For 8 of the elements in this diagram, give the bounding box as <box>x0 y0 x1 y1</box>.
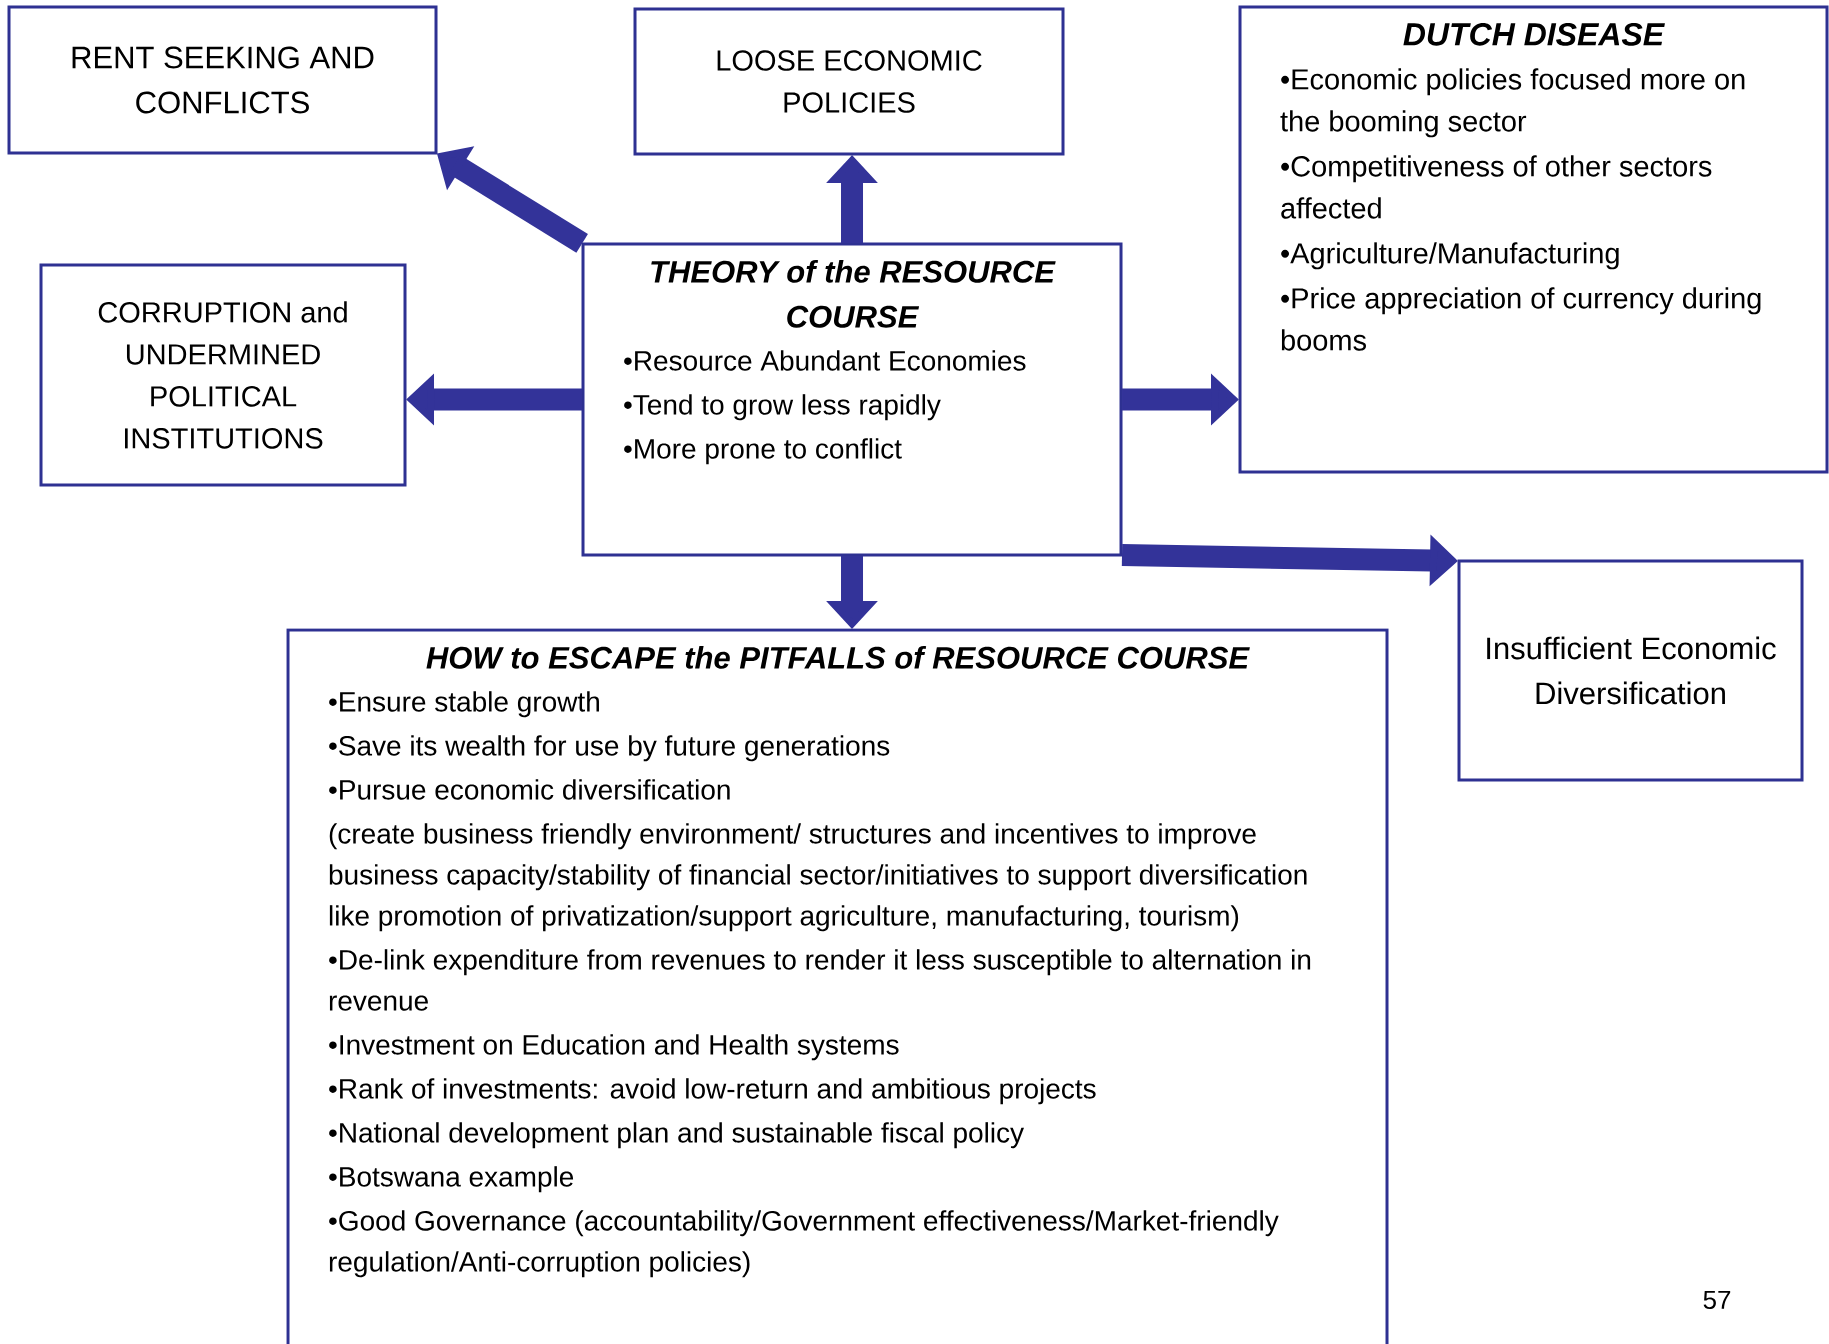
text-panel: DUTCH DISEASE •Economic policies focused more on the booming sector •Competitiveness of other sectors affected •Agriculture/Manufacturing •Price appreciation of currency during booms <box>1238 5 1829 474</box>
concept-box: RENT SEEKING AND CONFLICTS <box>7 5 438 155</box>
concept-box: Insufficient Economic Diversification <box>1457 559 1804 782</box>
concept-box: LOOSE ECONOMIC POLICIES <box>633 7 1065 156</box>
text-panel: HOW to ESCAPE the PITFALLS of RESOURCE COURSE •Ensure stable growth •Save its wealth for use by future generations •Pursue economic diversification (create business friendly environment/ structures and incentives to improve business capacity/stability of financial sector/initiatives to support diversification like promotion of privatization/support agriculture, manufacturing, tourism) •De-link expenditure from revenues to render it less susceptible to alternation in revenue •Investment on Education and Health systems •Rank of investments: avoid low-return and ambitious projects •National development plan and sustainable fiscal policy •Botswana example •Good Governance (accountability/Government effectiveness/Market-friendly regulation/Anti-corruption policies) <box>286 628 1389 1344</box>
text-panel: THEORY of the RESOURCE COURSE •Resource Abundant Economies •Tend to grow less rapidly •More prone to conflict <box>581 242 1123 557</box>
concept-box: CORRUPTION and UNDERMINED POLITICAL INSTITUTIONS <box>39 263 407 487</box>
page-number: 57 <box>1703 1290 1731 1310</box>
